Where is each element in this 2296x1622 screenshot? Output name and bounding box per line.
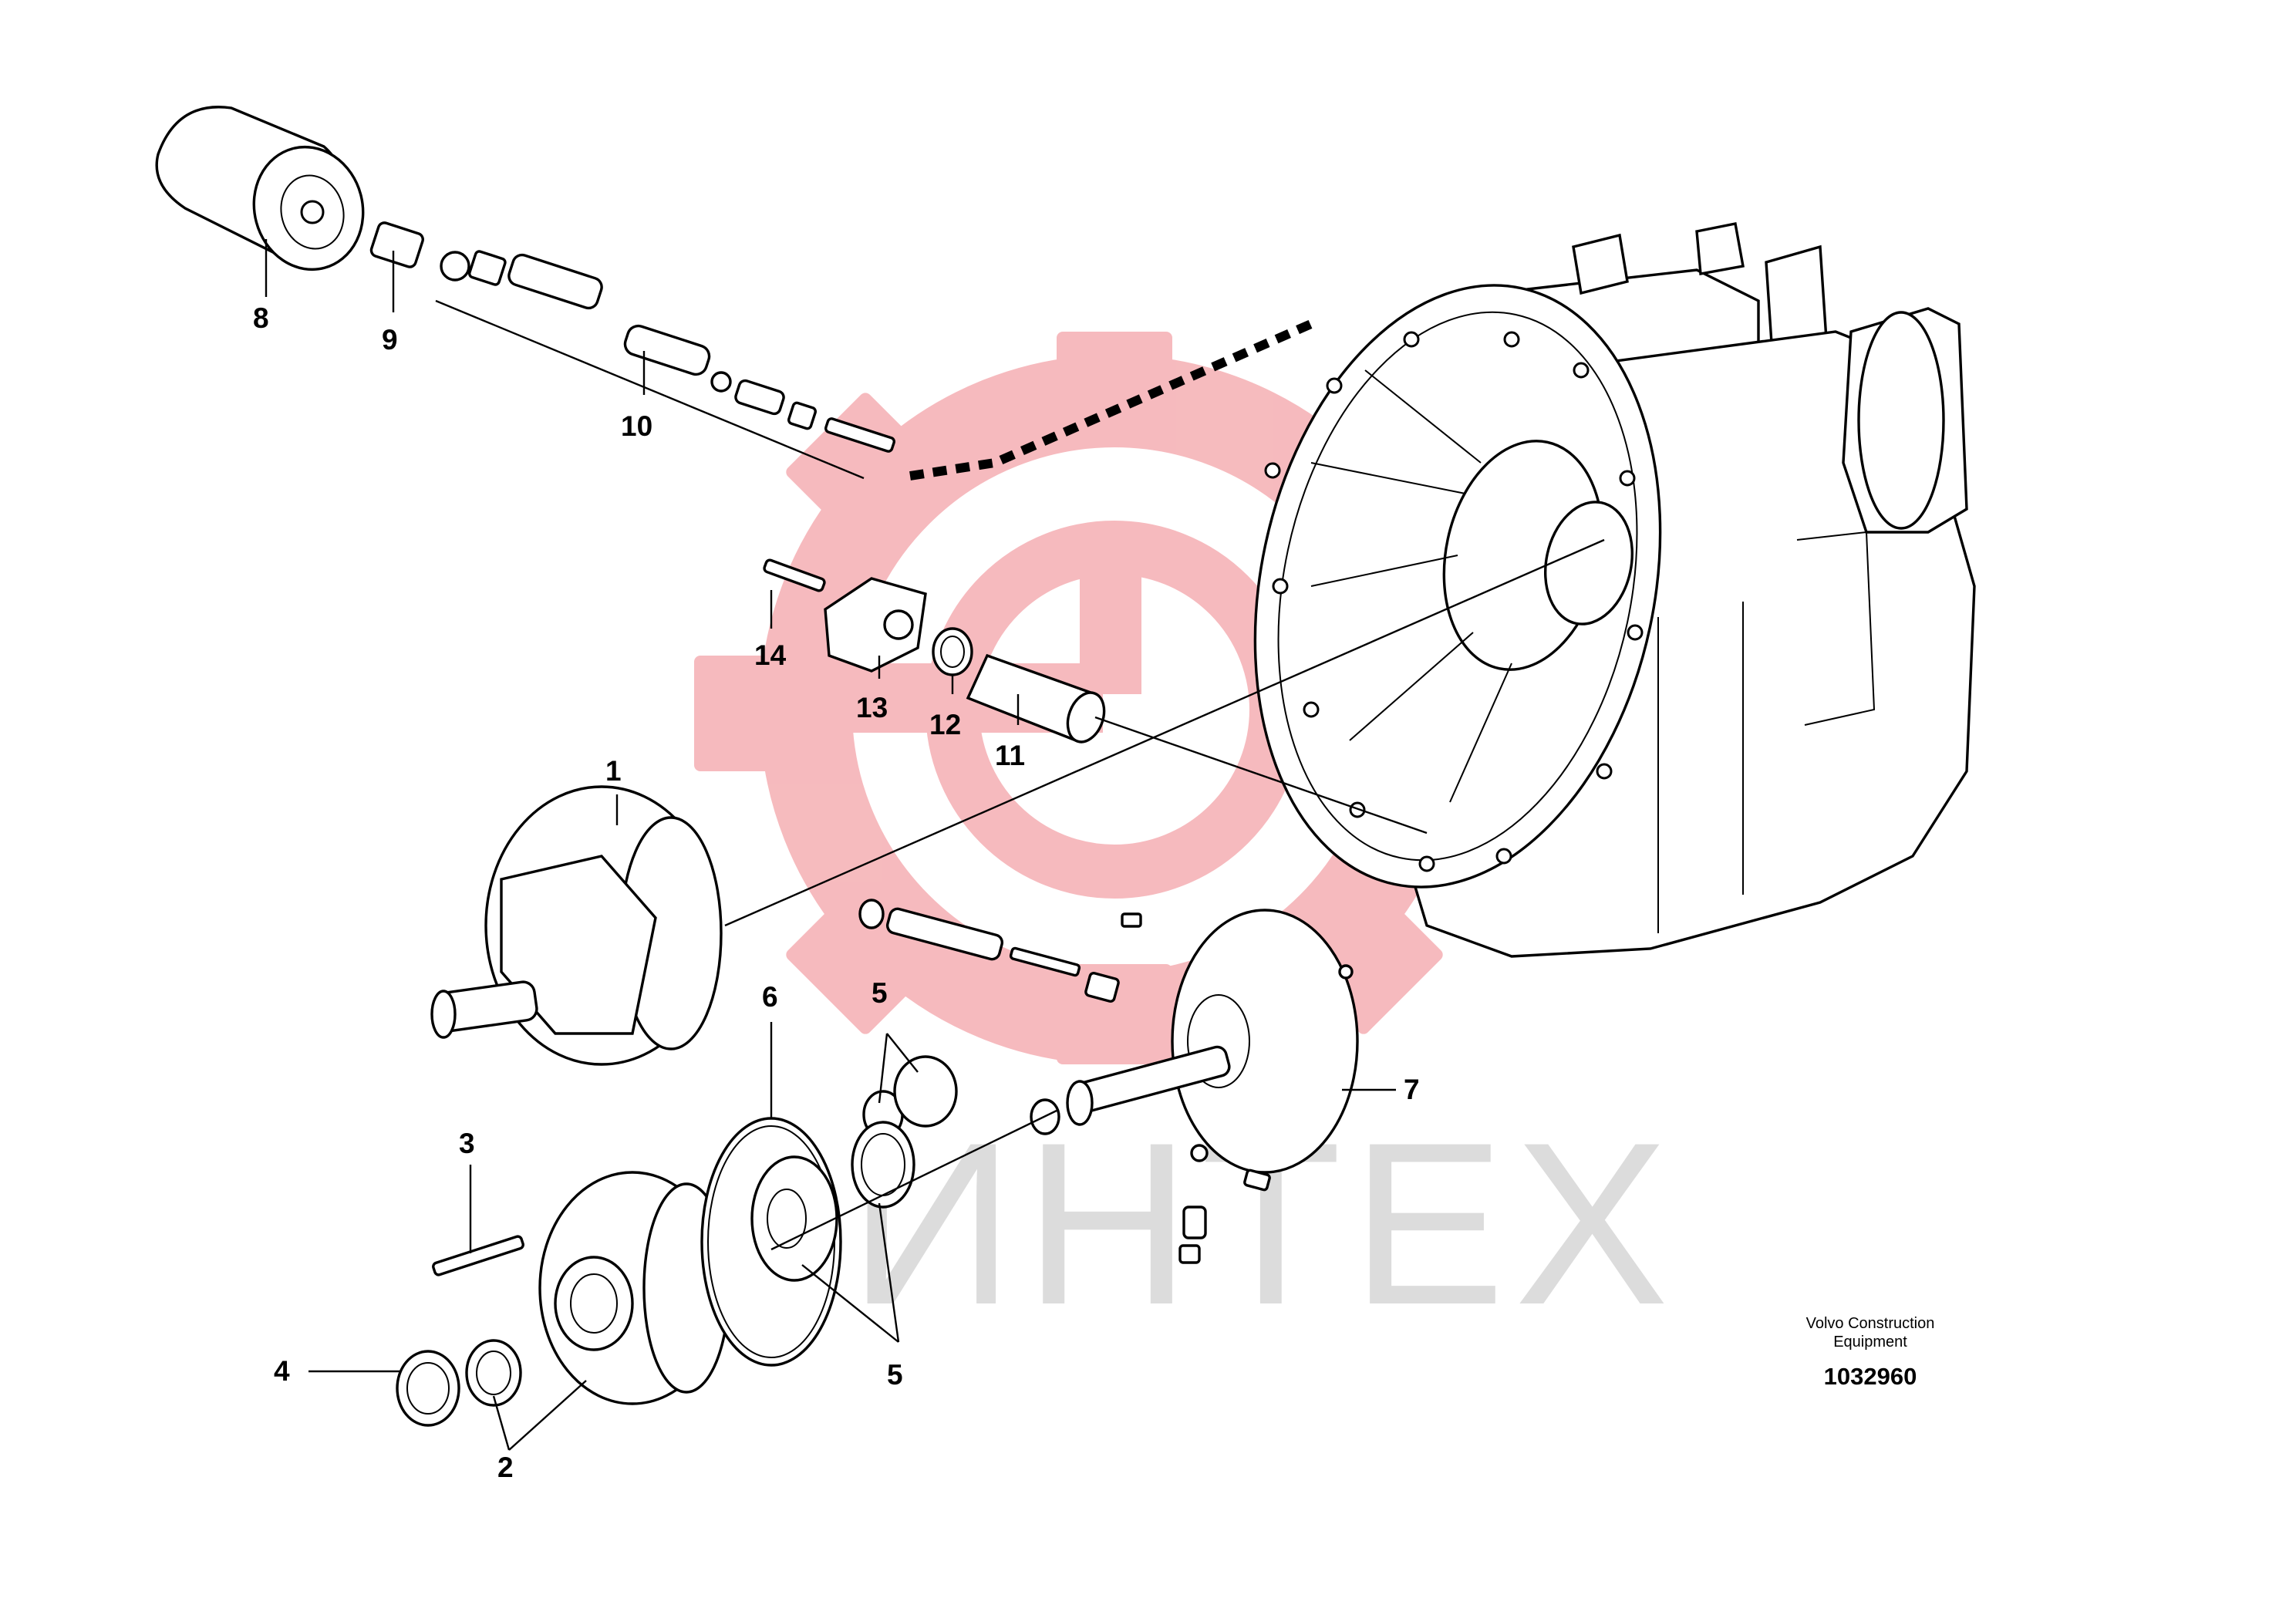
screw-14 [763, 558, 826, 592]
pump-assembly [430, 785, 723, 1066]
callout-5-upper: 5 [872, 977, 888, 1009]
oil-filter [155, 106, 365, 271]
bushing-2 [465, 1339, 522, 1407]
callout-11: 11 [995, 740, 1025, 771]
callout-8: 8 [253, 302, 269, 334]
callout-4: 4 [274, 1355, 290, 1387]
seal-4 [396, 1350, 460, 1427]
callout-12: 12 [929, 709, 961, 740]
sleeve-11 [966, 653, 1106, 744]
pump-cover [1030, 909, 1359, 1264]
drawing-number: 1032960 [1824, 1363, 1917, 1390]
maker-line-1: Volvo Construction [1806, 1315, 1935, 1332]
spring-valve [858, 899, 1120, 1003]
callout-5-lower: 5 [887, 1359, 903, 1391]
gear-5-large [750, 1155, 838, 1282]
o-ring-12 [932, 627, 973, 676]
pump-housing [538, 1171, 730, 1405]
valve-kit [435, 250, 895, 480]
callout-14: 14 [754, 639, 787, 671]
callout-2: 2 [497, 1452, 514, 1483]
callout-13: 13 [856, 692, 888, 723]
maker-line-2: Equipment [1833, 1334, 1907, 1351]
callout-6: 6 [762, 981, 778, 1013]
callout-10: 10 [621, 410, 652, 442]
callout-1: 1 [605, 755, 622, 787]
callout-9: 9 [382, 324, 398, 356]
leader-lines [265, 239, 1605, 1451]
plate-cover [824, 577, 927, 673]
callout-3: 3 [459, 1128, 475, 1159]
fitting [369, 221, 424, 268]
callout-7: 7 [1404, 1074, 1420, 1105]
screw-3 [432, 1235, 524, 1276]
transmission-housing [1253, 221, 1976, 958]
dashed-leader [909, 319, 1313, 481]
